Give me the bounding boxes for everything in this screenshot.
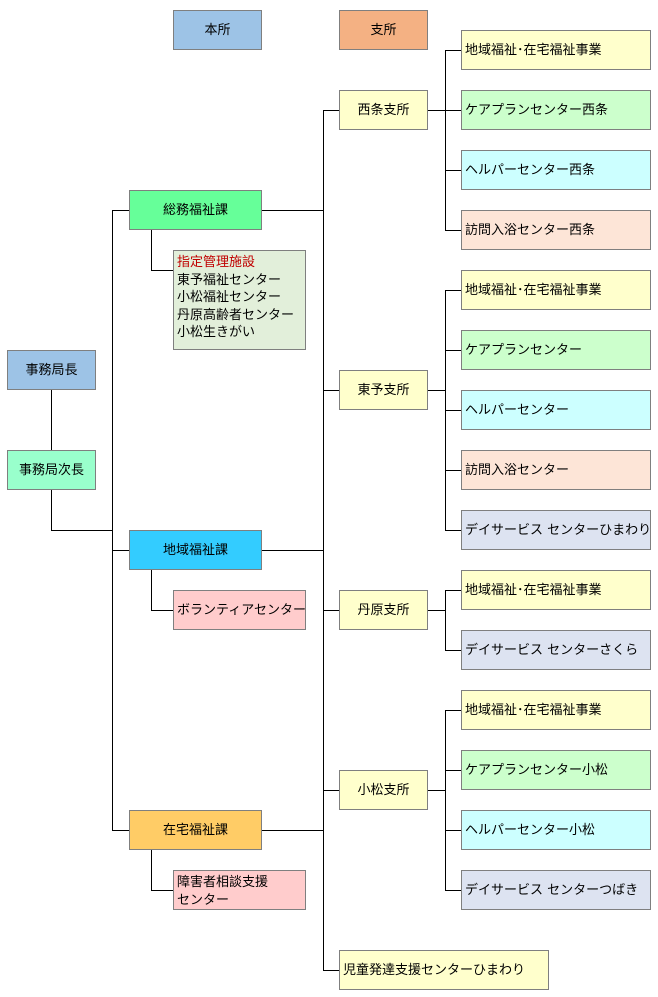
connector-line [445, 590, 461, 591]
connector-line [445, 50, 461, 51]
sub-item: 丹原高齢者センター [177, 307, 295, 323]
legend-honsho: 本所 [173, 10, 262, 50]
dept-somu-sub: 指定管理施設 東予福祉センター 小松福祉センター 丹原高齢者センター 小松生きが… [173, 250, 306, 350]
sub-line: センター [177, 892, 230, 908]
connector-line [445, 290, 461, 291]
director-box: 事務局長 [7, 350, 96, 390]
connector-line [445, 650, 461, 651]
unit-komatsu-day: デイサービス センターつばき [461, 870, 651, 910]
connector-line [262, 550, 323, 551]
connector-line [445, 590, 446, 651]
connector-line [428, 610, 445, 611]
connector-line [51, 390, 52, 450]
unit-toyo-helper: ヘルパーセンター [461, 390, 651, 430]
connector-line [323, 110, 324, 971]
unit-saijo-careplan: ケアプランセンター西条 [461, 90, 651, 130]
connector-line [262, 210, 323, 211]
sub-title: 指定管理施設 [177, 255, 256, 270]
connector-line [323, 790, 339, 791]
legend-shisho: 支所 [339, 10, 428, 50]
connector-line [445, 770, 461, 771]
connector-line [445, 410, 461, 411]
connector-line [428, 790, 445, 791]
unit-saijo-bath: 訪問入浴センター西条 [461, 210, 651, 250]
connector-line [445, 890, 461, 891]
deputy-director-box: 事務局次長 [7, 450, 96, 490]
connector-line [262, 830, 323, 831]
connector-line [51, 530, 112, 531]
sub-item: 東予福祉センター [177, 272, 282, 288]
branch-toyo: 東予支所 [339, 370, 428, 410]
connector-line [323, 390, 339, 391]
sub-item: 小松生きがい [177, 325, 256, 341]
connector-line [151, 850, 152, 890]
branch-jido: 児童発達支援センターひまわり [339, 950, 549, 990]
dept-chiiki: 地域福祉課 [129, 530, 262, 570]
connector-line [445, 710, 461, 711]
connector-line [151, 570, 152, 610]
connector-line [445, 470, 461, 471]
sub-line: 障害者相談支援 [177, 875, 269, 890]
connector-line [323, 610, 339, 611]
connector-line [151, 230, 152, 270]
dept-chiiki-sub: ボランティアセンター [173, 590, 306, 630]
connector-line [428, 390, 445, 391]
unit-toyo-chiiki: 地域福祉･在宅福祉事業 [461, 270, 651, 310]
connector-line [112, 210, 113, 830]
unit-komatsu-helper: ヘルパーセンター小松 [461, 810, 651, 850]
unit-saijo-chiiki: 地域福祉･在宅福祉事業 [461, 30, 651, 70]
connector-line [323, 110, 339, 111]
connector-line [151, 610, 173, 611]
connector-line [445, 50, 446, 231]
unit-komatsu-careplan: ケアプランセンター小松 [461, 750, 651, 790]
dept-somu: 総務福祉課 [129, 190, 262, 230]
connector-line [445, 170, 461, 171]
connector-line [445, 830, 461, 831]
connector-line [323, 970, 339, 971]
unit-tanbara-day: デイサービス センターさくら [461, 630, 651, 670]
dept-zaitaku-sub: 障害者相談支援 センター [173, 870, 306, 910]
connector-line [151, 890, 173, 891]
branch-saijo: 西条支所 [339, 90, 428, 130]
unit-toyo-day: デイサービス センターひまわり [461, 510, 651, 550]
connector-line [445, 710, 446, 891]
dept-zaitaku: 在宅福祉課 [129, 810, 262, 850]
branch-tanbara: 丹原支所 [339, 590, 428, 630]
sub-item: 小松福祉センター [177, 290, 282, 306]
unit-toyo-bath: 訪問入浴センター [461, 450, 651, 490]
connector-line [51, 490, 52, 530]
unit-komatsu-chiiki: 地域福祉･在宅福祉事業 [461, 690, 651, 730]
connector-line [112, 550, 129, 551]
connector-line [445, 530, 461, 531]
unit-saijo-helper: ヘルパーセンター西条 [461, 150, 651, 190]
connector-line [112, 210, 129, 211]
unit-toyo-careplan: ケアプランセンター [461, 330, 651, 370]
connector-line [112, 830, 129, 831]
connector-line [151, 270, 173, 271]
unit-tanbara-chiiki: 地域福祉･在宅福祉事業 [461, 570, 651, 610]
branch-komatsu: 小松支所 [339, 770, 428, 810]
connector-line [445, 350, 461, 351]
connector-line [445, 230, 461, 231]
connector-line [428, 110, 445, 111]
connector-line [445, 110, 461, 111]
